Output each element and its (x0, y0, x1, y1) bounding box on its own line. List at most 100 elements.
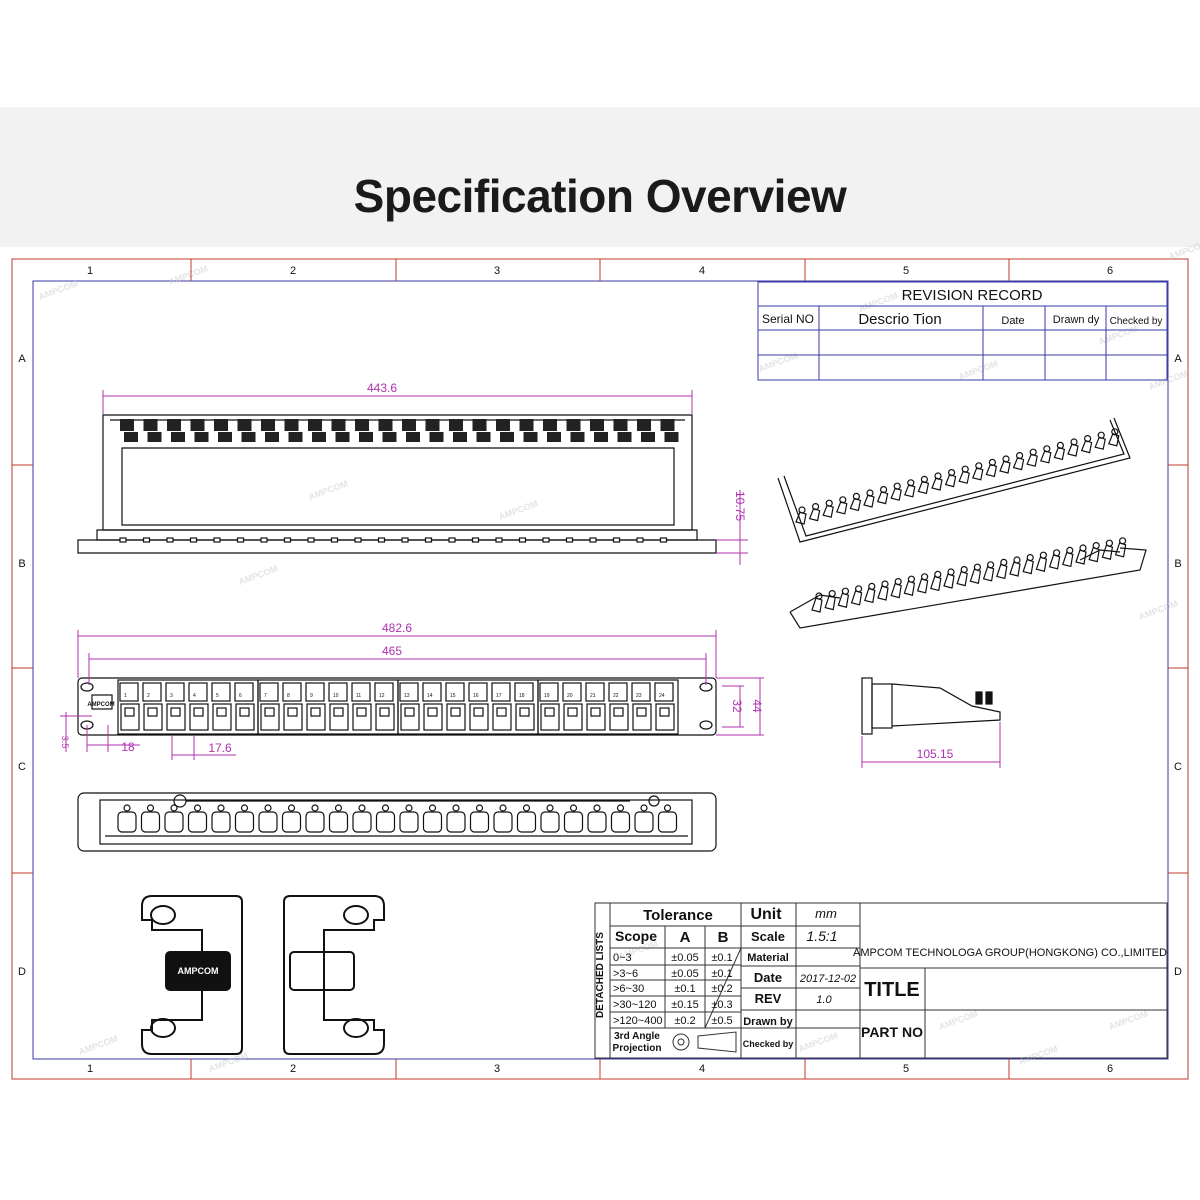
b-header: B (718, 929, 729, 946)
rear-ports (117, 804, 678, 833)
port-label: 5 (216, 693, 219, 699)
top-slot (453, 432, 467, 442)
port-jack (375, 703, 395, 731)
front-view-dimensions (60, 630, 764, 760)
tolerance-a: ±0.2 (674, 1015, 695, 1027)
iso1-port (795, 511, 807, 525)
port-top (654, 682, 674, 702)
port-jack (632, 703, 652, 731)
iso1-screw (1043, 445, 1051, 453)
revision-record-title: REVISION RECORD (902, 287, 1043, 304)
top-slot (241, 432, 256, 442)
top-slot (429, 432, 444, 442)
port-top (445, 682, 465, 702)
zone-row-right: B (1174, 558, 1181, 570)
port-top (562, 682, 582, 702)
port-latch (216, 707, 227, 717)
rear-port (516, 811, 537, 833)
top-slot (519, 419, 534, 431)
port-top (608, 682, 628, 702)
tolerance-scope: 0~3 (613, 952, 632, 964)
iso1-port (1094, 436, 1106, 450)
top-slot (547, 432, 561, 442)
top-tab (142, 537, 151, 543)
rear-screw (428, 804, 437, 812)
top-slot (617, 432, 632, 442)
rear-port (234, 811, 255, 833)
port-label: 16 (473, 693, 479, 699)
top-tab (542, 537, 550, 543)
detached-lists-label: DETACHED LISTS (595, 932, 606, 1018)
iso2-screw (1105, 539, 1114, 547)
rear-port (281, 811, 302, 833)
iso1-port (822, 504, 834, 518)
top-slot (449, 419, 463, 431)
port-jack (446, 703, 466, 731)
part-no-label: PART NO (861, 1024, 923, 1040)
iso2-screw (1079, 544, 1087, 552)
rear-port (493, 811, 513, 833)
port-jack (260, 703, 280, 731)
bracket-logo: AMPCOM (178, 966, 219, 976)
iso2-port (1009, 561, 1021, 577)
top-slot (660, 419, 675, 431)
iso2-screw (1026, 553, 1034, 562)
iso2-screw (881, 580, 889, 588)
port-top (328, 682, 348, 702)
rear-port (117, 811, 137, 833)
top-slot (425, 419, 440, 431)
top-view (77, 414, 717, 554)
zone-column-top: 5 (903, 265, 909, 277)
top-slot (124, 432, 138, 442)
iso1-screw (934, 472, 942, 480)
rear-screw (475, 804, 484, 812)
port-top (491, 682, 511, 702)
dim-front-height-a: 32 (730, 699, 744, 713)
top-slot (214, 419, 228, 431)
port-jack (352, 703, 372, 731)
iso2-screw (1013, 556, 1021, 564)
top-view-dimensions (102, 390, 748, 565)
dim-top-height: 10.75 (733, 491, 747, 521)
iso2-screw (854, 585, 863, 593)
iso1-port (1080, 439, 1093, 454)
rear-screw (405, 804, 413, 812)
port-label: 23 (636, 693, 642, 699)
tolerance-scope: >30~120 (613, 999, 656, 1011)
port-latch (310, 707, 321, 717)
iso2-port (943, 573, 955, 589)
top-slot (167, 419, 181, 431)
port-top (119, 682, 139, 702)
rear-screw (452, 804, 460, 812)
iso1-port (999, 460, 1011, 474)
port-label: 17 (496, 693, 502, 699)
iso2-screw (1092, 541, 1100, 550)
iso1-port (971, 467, 984, 481)
zone-column-bottom: 3 (494, 1063, 500, 1075)
top-slot (190, 419, 205, 431)
iso2-port (916, 578, 929, 594)
checked-by-label: Checked by (743, 1039, 794, 1049)
top-slot (261, 419, 275, 431)
top-slot (641, 432, 655, 442)
iso1-screw (947, 469, 956, 477)
top-tab (424, 537, 433, 543)
rear-port (352, 811, 372, 833)
port-latch (613, 707, 624, 717)
watermark-text: AMPCOM (1017, 1043, 1059, 1066)
iso-view-2-ports (811, 537, 1127, 613)
iso2-port (996, 563, 1008, 580)
top-slot (590, 419, 604, 431)
iso2-screw (1000, 558, 1008, 567)
port-jack (329, 703, 349, 731)
iso1-port (876, 490, 889, 505)
rev-label: REV (755, 991, 782, 1006)
iso1-port (1053, 446, 1066, 461)
tolerance-scope: >3~6 (613, 968, 638, 980)
iso2-screw (973, 563, 982, 571)
port-label: 19 (544, 693, 550, 699)
iso2-port (1088, 546, 1100, 563)
top-slot (194, 432, 209, 442)
